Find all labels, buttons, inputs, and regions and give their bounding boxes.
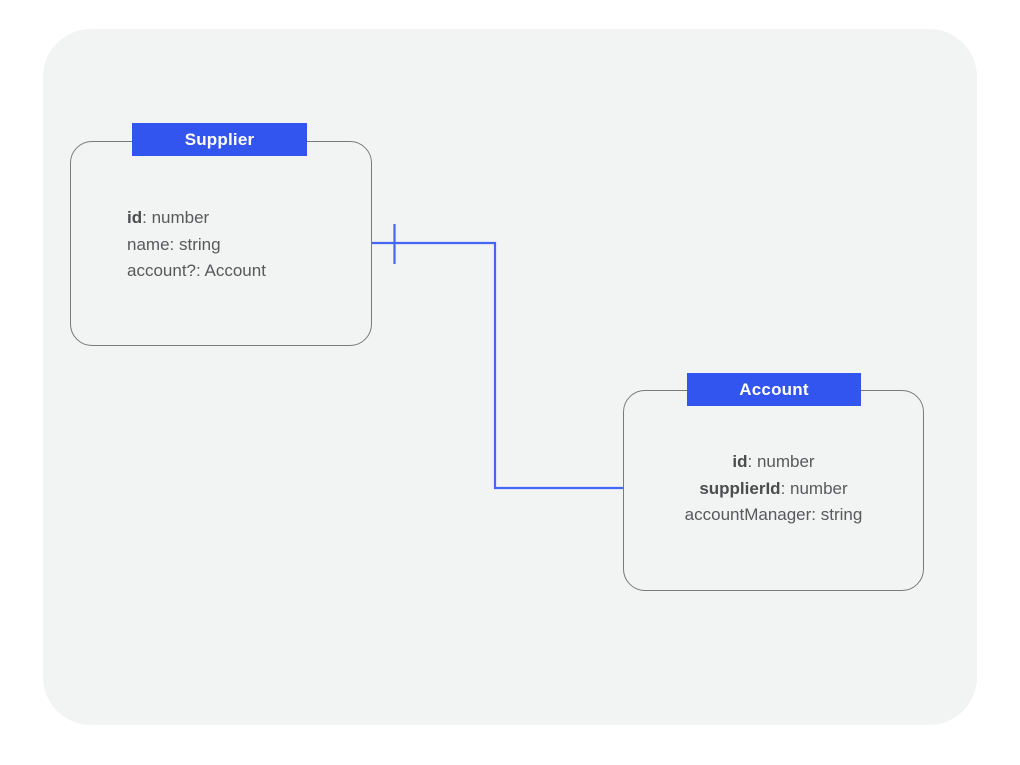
attribute-type: string bbox=[178, 234, 221, 254]
attribute-separator: : bbox=[747, 452, 757, 471]
attribute-type: number bbox=[790, 478, 848, 498]
entity-account-title[interactable]: Account bbox=[687, 373, 861, 406]
attribute-row: account?: Account bbox=[127, 258, 266, 285]
attribute-type: number bbox=[151, 208, 210, 227]
attribute-type: number bbox=[756, 452, 815, 471]
attribute-type: Account bbox=[204, 261, 266, 280]
attribute-key: id bbox=[732, 452, 748, 471]
attribute-key: account? bbox=[127, 261, 196, 280]
attribute-key: supplierId bbox=[699, 478, 781, 498]
attribute-row: supplierId: number bbox=[623, 476, 924, 503]
attribute-separator: : bbox=[169, 234, 179, 254]
attribute-key: name bbox=[127, 234, 170, 254]
attribute-separator: : bbox=[811, 505, 821, 524]
attribute-key: id bbox=[127, 208, 143, 227]
attribute-separator: : bbox=[780, 478, 791, 498]
entity-supplier-title[interactable]: Supplier bbox=[132, 123, 307, 156]
attribute-row: name: string bbox=[127, 232, 266, 259]
attribute-separator: : bbox=[196, 261, 205, 280]
attribute-row: id: number bbox=[127, 205, 266, 232]
attribute-key: accountManager bbox=[684, 505, 812, 524]
attribute-row: accountManager: string bbox=[623, 502, 924, 529]
attribute-separator: : bbox=[142, 208, 152, 227]
attribute-row: id: number bbox=[623, 449, 924, 476]
entity-supplier-attributes: id: number name: string account?: Accoun… bbox=[127, 205, 266, 285]
entity-account-attributes: id: number supplierId: number accountMan… bbox=[623, 449, 924, 529]
attribute-type: string bbox=[820, 505, 863, 524]
